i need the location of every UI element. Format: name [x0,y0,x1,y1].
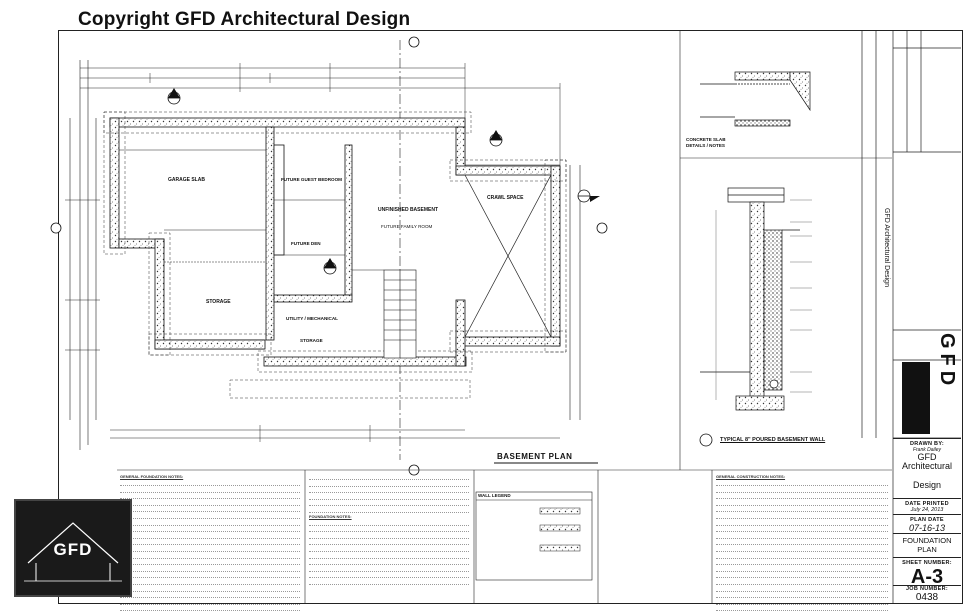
drawn-by-value: Frank Dailey [912,447,942,453]
firm-line-3: Design [912,480,941,490]
general-foundation-notes: GENERAL FOUNDATION NOTES: [120,474,300,612]
job-number-value: 0438 [915,592,939,603]
logo-text: GFD [53,540,93,559]
firm-line-1: GFD [917,452,937,462]
copyright-notice: Copyright GFD Architectural Design [78,9,411,30]
plan-title: BASEMENT PLAN [497,452,573,461]
date-printed-label: DATE PRINTED [905,501,949,507]
room-label-den: FUTURE DEN [291,241,321,246]
room-label-storage-mid: STORAGE [300,338,323,343]
gfd-logo: GFD [14,499,132,597]
room-label-garage: GARAGE SLAB [168,177,205,183]
sheet-number-label: SHEET NUMBER: [902,560,952,566]
slab-detail-title: CONCRETE SLAB DETAILS / NOTES [686,137,726,148]
plan-date-label: PLAN DATE [910,517,944,523]
general-construction-notes: GENERAL CONSTRUCTION NOTES: [716,474,888,612]
room-label-storage-left: STORAGE [206,299,231,305]
construction-notes-title: GENERAL CONSTRUCTION NOTES: [716,474,786,479]
drawing-sheet [58,30,963,604]
sheet-number-cell: SHEET NUMBER: A-3 [893,557,961,588]
job-number-cell: JOB NUMBER: 0438 [893,585,961,604]
sheet-title-cell: FOUNDATION PLAN [893,533,961,557]
firm-name-vertical: GFD Architectural Design [883,208,890,287]
plan-date-cell: PLAN DATE 07-16-13 [893,514,961,533]
firm-line-2: Architectural [901,461,953,471]
sheet-title-line-2: PLAN [917,545,937,554]
footing-notes-title: FOUNDATION NOTES: [309,513,352,519]
drawn-by-cell: DRAWN BY: Frank Dailey GFD Architectural [893,438,961,480]
room-label-guest-bedroom: FUTURE GUEST BEDROOM [281,177,342,182]
general-notes-title: GENERAL FOUNDATION NOTES: [120,474,184,479]
room-label-crawl-space: CRAWL SPACE [487,195,524,201]
wall-detail-title: TYPICAL 8" POURED BASEMENT WALL [720,437,826,443]
date-printed-value: July 24, 2013 [910,507,944,513]
stamp-letters: GFD [936,333,958,391]
plan-date-value: 07-16-13 [908,523,946,533]
job-number-label: JOB NUMBER: [905,586,949,592]
room-label-family-room: FUTURE FAMILY ROOM [381,224,433,229]
foundation-notes: FOUNDATION NOTES: [309,474,469,586]
firm-cell: Design [893,480,961,498]
logo-house-icon [24,522,122,582]
sheet-title-line-1: FOUNDATION [902,536,952,545]
drawn-by-label: DRAWN BY: [909,441,945,447]
date-printed-cell: DATE PRINTED July 24, 2013 [893,498,961,514]
room-label-unfinished-basement: UNFINISHED BASEMENT [378,207,439,213]
room-label-utility: UTILITY / MECHANICAL [286,316,338,321]
wall-legend-title: WALL LEGEND [478,493,511,498]
sheet-number-value: A-3 [910,566,944,588]
